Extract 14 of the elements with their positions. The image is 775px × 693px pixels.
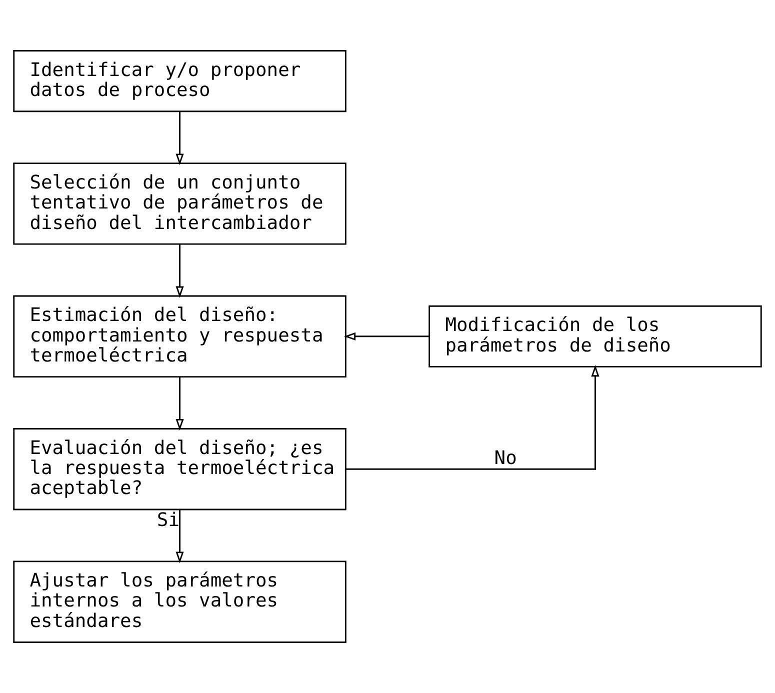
node-box: Ajustar los parámetros internos a los valores estándares	[13, 560, 346, 643]
arrow	[176, 111, 184, 166]
edge-label: Si	[156, 510, 180, 531]
node-box: Selección de un conjunto tentativo de parámetros de diseño del intercambiador	[13, 162, 346, 245]
arrow	[344, 332, 430, 340]
node-box: Evaluación del diseño; ¿es la respuesta termoeléctrica aceptable?	[13, 428, 346, 510]
arrow	[176, 244, 184, 298]
arrow	[176, 510, 184, 564]
arrow	[346, 365, 600, 470]
node-box: Identificar y/o proponer datos de proceso	[13, 50, 346, 112]
edge-label: No	[494, 448, 517, 469]
node-box: Modificación de los parámetros de diseño	[428, 305, 762, 368]
arrow	[176, 376, 184, 431]
node-box: Estimación del diseño: comportamiento y respuesta termoeléctrica	[13, 295, 346, 378]
